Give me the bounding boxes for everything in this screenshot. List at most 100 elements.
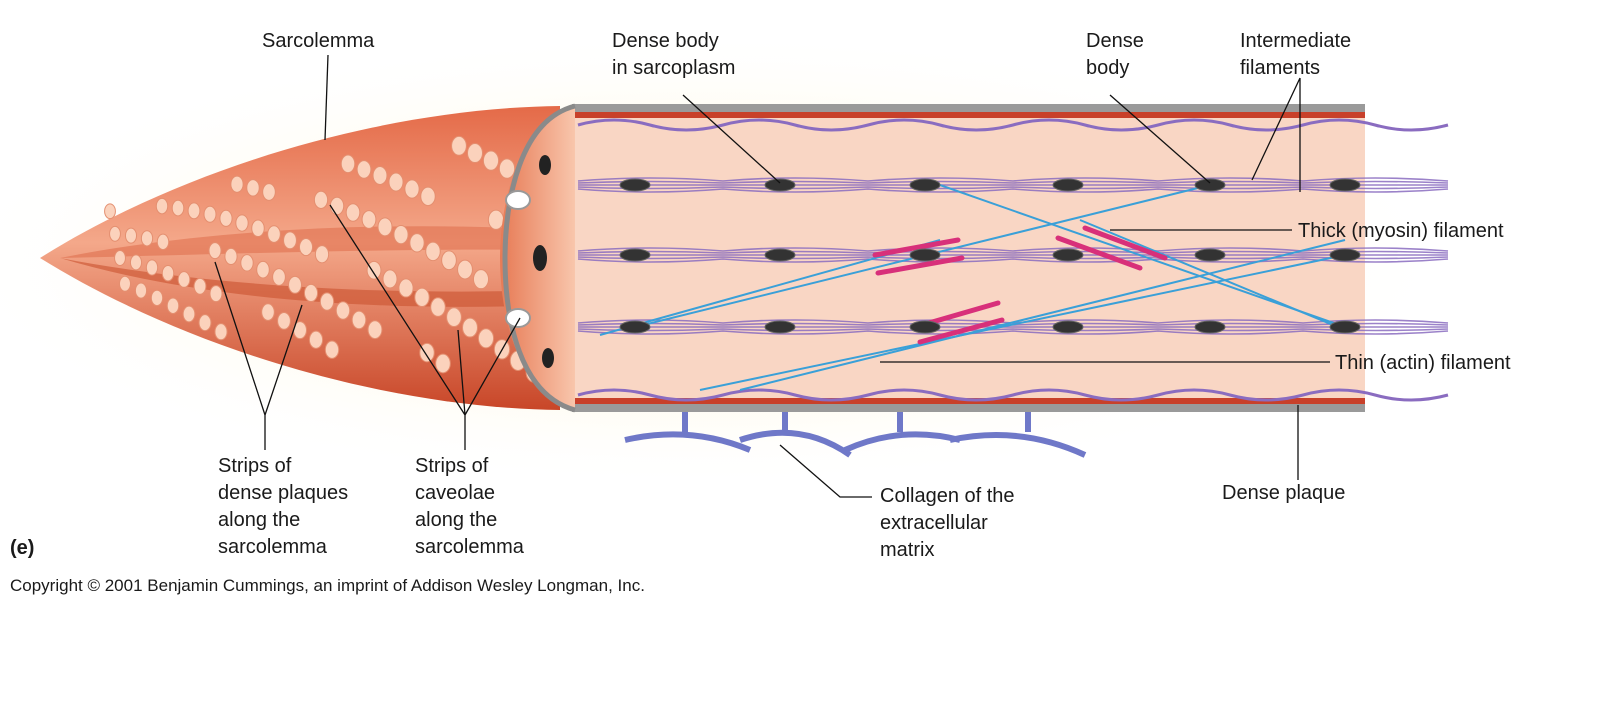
caveola [119, 275, 131, 292]
label-sarcolemma: Sarcolemma [262, 30, 375, 52]
dense-body [619, 320, 651, 334]
dense-body [909, 248, 941, 262]
thick-filament [872, 237, 961, 258]
caveola [303, 283, 319, 303]
thick-filament [875, 255, 965, 276]
intermediate-filament [577, 250, 1449, 254]
caveola [114, 250, 126, 266]
thick-filament [917, 317, 1005, 345]
caveola [171, 199, 185, 217]
caveola [314, 245, 330, 264]
caveola [319, 292, 335, 311]
caveola [451, 135, 467, 156]
sarcolemma-bottom [572, 404, 1365, 412]
caveola [324, 340, 340, 359]
intermediate-filament [577, 177, 1449, 182]
caveola [235, 214, 249, 232]
label-strips-caveolae: Strips of caveolae along the sarcolemma [415, 455, 525, 558]
label-dense-body-sarcoplasm: Dense body in sarcoplasm [612, 30, 735, 79]
caveola [177, 271, 191, 288]
thick-filament [1082, 225, 1168, 261]
caveola [219, 209, 233, 227]
label-dense-body: Dense body [1086, 30, 1149, 79]
caveola [393, 225, 409, 245]
thick-filament [1055, 235, 1143, 271]
caveola [340, 154, 356, 174]
caveola [498, 158, 516, 179]
caveola [224, 247, 238, 266]
intermediate-filament [577, 188, 1449, 193]
thin-filament [939, 184, 1346, 328]
caveola [193, 277, 207, 295]
dense-body [619, 248, 651, 262]
caveola [261, 303, 275, 321]
caveola [182, 305, 196, 323]
caveola [457, 259, 473, 280]
caveola [104, 203, 116, 220]
caveola [329, 196, 345, 216]
intermediate-filament [577, 330, 1449, 335]
caveola [267, 225, 281, 243]
dense-body [1052, 178, 1084, 192]
intermediate-filament [577, 388, 1449, 402]
caveola [409, 233, 425, 253]
intermediate-filament [577, 118, 1449, 132]
dense-body [1329, 248, 1361, 262]
caveola [335, 301, 351, 320]
caveola [398, 278, 414, 298]
caveola [214, 323, 228, 341]
caveola [140, 230, 154, 247]
caveola [203, 205, 217, 223]
panel-letter: (e) [10, 537, 34, 559]
dense-plaque-top [572, 112, 1365, 118]
caveola [313, 190, 329, 210]
caveola [388, 172, 404, 192]
caveola [367, 320, 383, 340]
caveola [124, 227, 138, 244]
leader-lines [214, 54, 1330, 498]
intermediate-filament [577, 180, 1449, 184]
caveola [198, 314, 212, 332]
caveola [145, 259, 159, 276]
thin-actin-filaments [599, 184, 1346, 391]
label-thick-filament: Thick (myosin) filament [1298, 220, 1504, 242]
caveola [208, 242, 222, 260]
caveola [472, 269, 490, 290]
caveola [372, 166, 388, 185]
label-thin-filament: Thin (actin) filament [1335, 352, 1511, 374]
thin-filament [1079, 219, 1346, 331]
caveola [441, 250, 457, 271]
intermediate-filament [577, 328, 1449, 332]
caveola [482, 150, 500, 171]
caveola [283, 231, 297, 250]
caveola [150, 289, 164, 307]
caveola [466, 143, 484, 164]
dense-body [764, 248, 796, 262]
dense-body [909, 178, 941, 192]
thick-myosin-filaments [872, 225, 1168, 345]
caveola [377, 217, 393, 237]
caveola [345, 203, 361, 222]
caveola [262, 183, 276, 201]
caveola [404, 179, 420, 199]
thin-filament [739, 239, 1346, 391]
caveola [414, 287, 430, 308]
caveola [272, 268, 286, 286]
dense-body [1329, 178, 1361, 192]
cut-end-membrane [502, 103, 576, 413]
caveola [256, 260, 270, 279]
caveola [166, 297, 180, 314]
caveola [251, 219, 265, 238]
dense-bodies [619, 178, 1361, 334]
caveola [240, 254, 254, 272]
caveola [209, 285, 223, 303]
caveola [356, 160, 372, 179]
dense-body [1329, 320, 1361, 334]
collagen-extracellular-matrix [624, 412, 1087, 458]
caveola [129, 254, 143, 271]
caveola [161, 264, 175, 282]
intermediate-filament [577, 186, 1449, 190]
caveola [351, 310, 367, 330]
